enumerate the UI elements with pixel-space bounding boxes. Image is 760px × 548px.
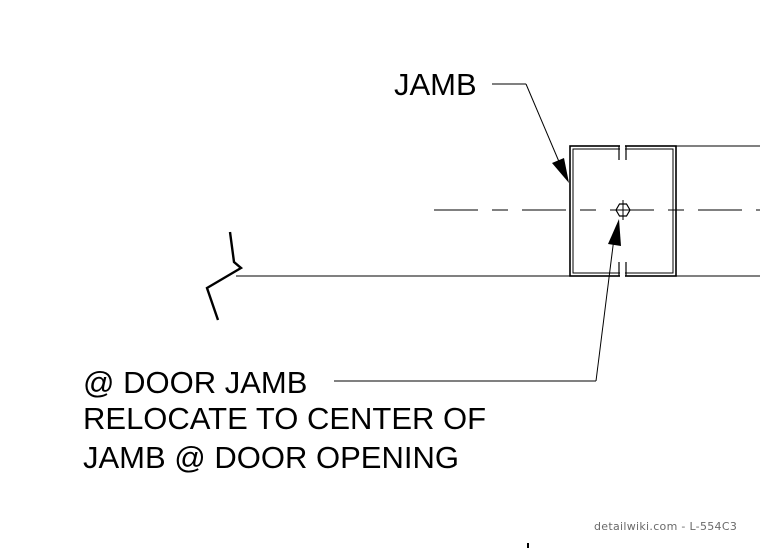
note-line-3: JAMB @ DOOR OPENING (83, 440, 459, 475)
jamb-label: JAMB (394, 67, 477, 102)
jamb-leader (492, 83, 569, 183)
break-line-symbol (205, 231, 244, 321)
note-leader (334, 219, 621, 382)
jamb-bottom-gap (620, 271, 625, 278)
jamb-stud (569, 144, 677, 278)
jamb-top-gap (620, 144, 625, 151)
watermark: detailwiki.com - L-554C3 (594, 520, 737, 533)
jamb-leader-arrowhead (552, 158, 569, 183)
note-leader-arrowhead (608, 219, 621, 246)
note-line-2: RELOCATE TO CENTER OF (83, 401, 486, 436)
note-line-1: @ DOOR JAMB (83, 365, 307, 400)
hex-bolt-icon (612, 200, 634, 220)
